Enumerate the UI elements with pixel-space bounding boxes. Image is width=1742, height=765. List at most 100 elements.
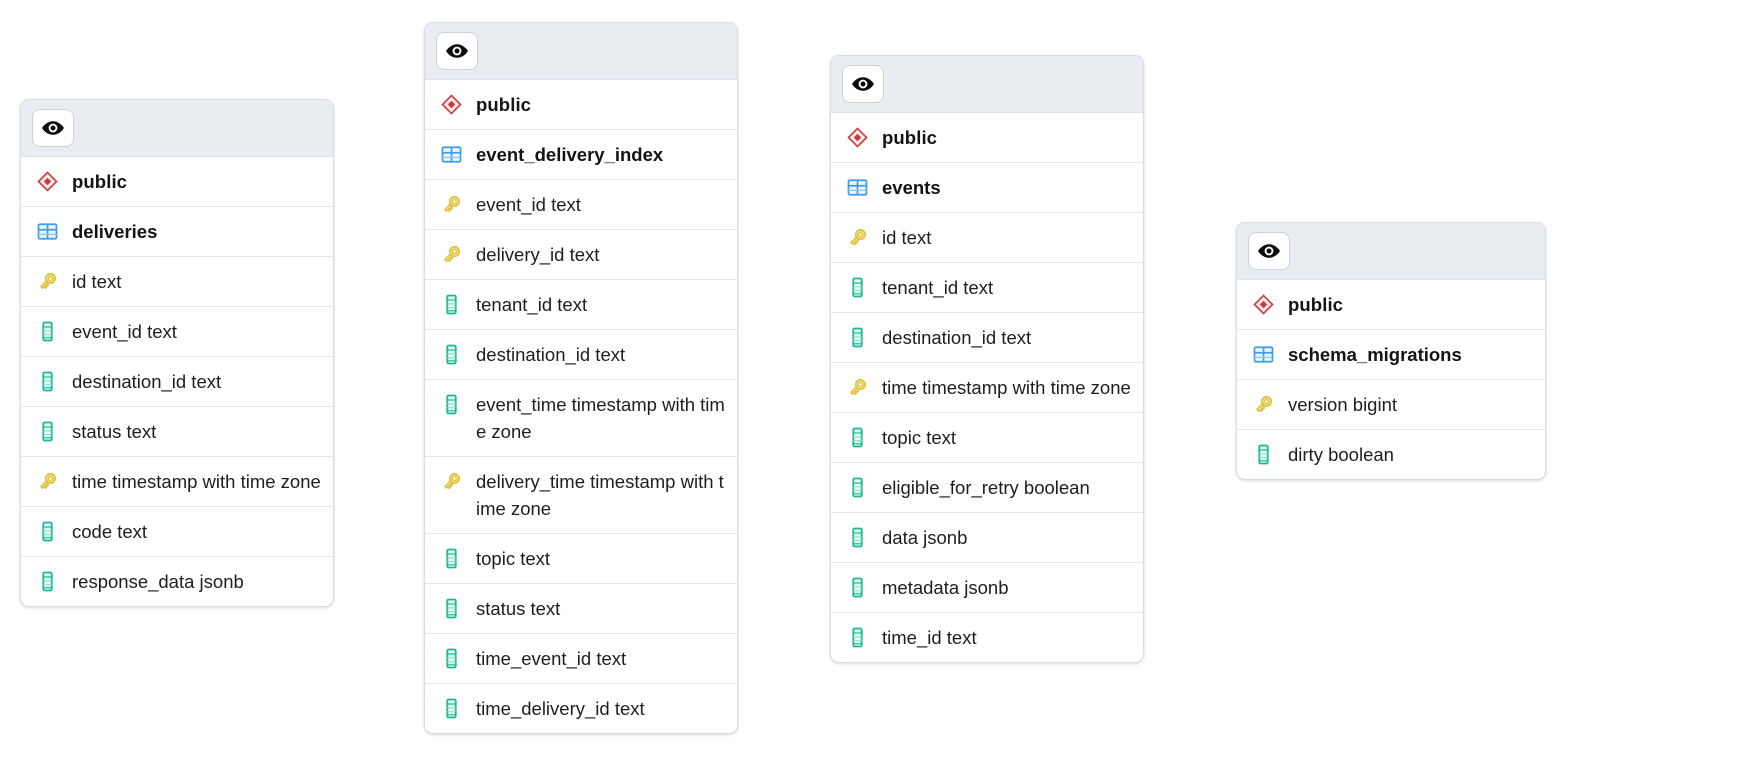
- column-icon: [439, 596, 463, 620]
- column-icon: [439, 546, 463, 570]
- column-icon: [439, 646, 463, 670]
- column-row[interactable]: event_time timestamp with time zone: [425, 380, 737, 457]
- column-row[interactable]: delivery_time timestamp with time zone: [425, 457, 737, 534]
- column-row[interactable]: destination_id text: [425, 330, 737, 380]
- column-icon: [845, 575, 869, 599]
- column-label: event_id text: [476, 194, 581, 215]
- column-label: eligible_for_retry boolean: [882, 477, 1090, 498]
- column-row[interactable]: id text: [831, 213, 1143, 263]
- primary-key-icon: [1251, 392, 1275, 416]
- column-row[interactable]: time timestamp with time zone: [21, 457, 333, 507]
- column-row[interactable]: time_event_id text: [425, 634, 737, 684]
- table-name: deliveries: [72, 221, 158, 242]
- column-row[interactable]: eligible_for_retry boolean: [831, 463, 1143, 513]
- column-row[interactable]: code text: [21, 507, 333, 557]
- primary-key-icon: [439, 192, 463, 216]
- column-icon: [439, 392, 463, 416]
- column-label: destination_id text: [476, 344, 626, 365]
- column-label: event_time timestamp with time zone: [476, 394, 725, 442]
- column-icon: [845, 625, 869, 649]
- schema-name: public: [476, 94, 532, 115]
- card-header: [21, 100, 333, 157]
- schema-row[interactable]: public: [831, 113, 1143, 163]
- column-icon: [845, 425, 869, 449]
- column-icon: [845, 525, 869, 549]
- column-label: response_data jsonb: [72, 571, 244, 592]
- column-label: version bigint: [1288, 394, 1398, 415]
- schema-row[interactable]: public: [1237, 280, 1545, 330]
- column-row[interactable]: delivery_id text: [425, 230, 737, 280]
- table-name-row[interactable]: events: [831, 163, 1143, 213]
- column-label: status text: [72, 421, 157, 442]
- table-name-row[interactable]: event_delivery_index: [425, 130, 737, 180]
- column-row[interactable]: event_id text: [21, 307, 333, 357]
- column-icon: [439, 696, 463, 720]
- column-row[interactable]: status text: [21, 407, 333, 457]
- column-row[interactable]: time_id text: [831, 613, 1143, 662]
- column-row[interactable]: metadata jsonb: [831, 563, 1143, 613]
- card-header: [1237, 223, 1545, 280]
- schema-diamond-icon: [845, 125, 869, 149]
- primary-key-icon: [439, 242, 463, 266]
- schema-name: public: [1288, 294, 1344, 315]
- column-icon: [845, 475, 869, 499]
- column-icon: [439, 292, 463, 316]
- column-icon: [35, 369, 59, 393]
- eye-icon[interactable]: [436, 32, 478, 70]
- table-name-row[interactable]: schema_migrations: [1237, 330, 1545, 380]
- column-label: id text: [882, 227, 932, 248]
- column-label: event_id text: [72, 321, 177, 342]
- column-icon: [1251, 442, 1275, 466]
- column-label: time timestamp with time zone: [882, 377, 1131, 398]
- column-label: tenant_id text: [882, 277, 994, 298]
- column-row[interactable]: version bigint: [1237, 380, 1545, 430]
- table-grid-icon: [845, 175, 869, 199]
- column-row[interactable]: status text: [425, 584, 737, 634]
- eye-icon[interactable]: [1248, 232, 1290, 270]
- column-row[interactable]: data jsonb: [831, 513, 1143, 563]
- column-label: dirty boolean: [1288, 444, 1394, 465]
- primary-key-icon: [439, 469, 463, 493]
- column-label: time_id text: [882, 627, 977, 648]
- column-row[interactable]: response_data jsonb: [21, 557, 333, 606]
- eye-icon[interactable]: [842, 65, 884, 103]
- column-icon: [845, 325, 869, 349]
- column-icon: [35, 319, 59, 343]
- schema-row[interactable]: public: [425, 80, 737, 130]
- column-row[interactable]: topic text: [425, 534, 737, 584]
- card-header: [831, 56, 1143, 113]
- column-row[interactable]: topic text: [831, 413, 1143, 463]
- card-header: [425, 23, 737, 80]
- column-row[interactable]: id text: [21, 257, 333, 307]
- column-row[interactable]: time_delivery_id text: [425, 684, 737, 733]
- table-name: event_delivery_index: [476, 144, 664, 165]
- schema-name: public: [72, 171, 128, 192]
- column-row[interactable]: time timestamp with time zone: [831, 363, 1143, 413]
- schema-name: public: [882, 127, 938, 148]
- table-grid-icon: [35, 219, 59, 243]
- column-label: time timestamp with time zone: [72, 471, 321, 492]
- table-name-row[interactable]: deliveries: [21, 207, 333, 257]
- column-row[interactable]: event_id text: [425, 180, 737, 230]
- column-label: metadata jsonb: [882, 577, 1009, 598]
- column-row[interactable]: destination_id text: [21, 357, 333, 407]
- primary-key-icon: [845, 375, 869, 399]
- column-label: topic text: [476, 548, 551, 569]
- column-row[interactable]: dirty boolean: [1237, 430, 1545, 479]
- schema-row[interactable]: public: [21, 157, 333, 207]
- eye-icon[interactable]: [32, 109, 74, 147]
- column-label: id text: [72, 271, 122, 292]
- column-icon: [35, 569, 59, 593]
- table-card-events: public events id text tenant_id text des…: [830, 55, 1144, 663]
- column-icon: [35, 519, 59, 543]
- primary-key-icon: [35, 469, 59, 493]
- table-card-event_delivery_index: public event_delivery_index event_id tex…: [424, 22, 738, 734]
- table-grid-icon: [439, 142, 463, 166]
- column-row[interactable]: tenant_id text: [831, 263, 1143, 313]
- schema-diamond-icon: [35, 169, 59, 193]
- column-row[interactable]: tenant_id text: [425, 280, 737, 330]
- column-row[interactable]: destination_id text: [831, 313, 1143, 363]
- table-card-deliveries: public deliveries id text event_id text …: [20, 99, 334, 607]
- column-label: delivery_time timestamp with time zone: [476, 471, 724, 519]
